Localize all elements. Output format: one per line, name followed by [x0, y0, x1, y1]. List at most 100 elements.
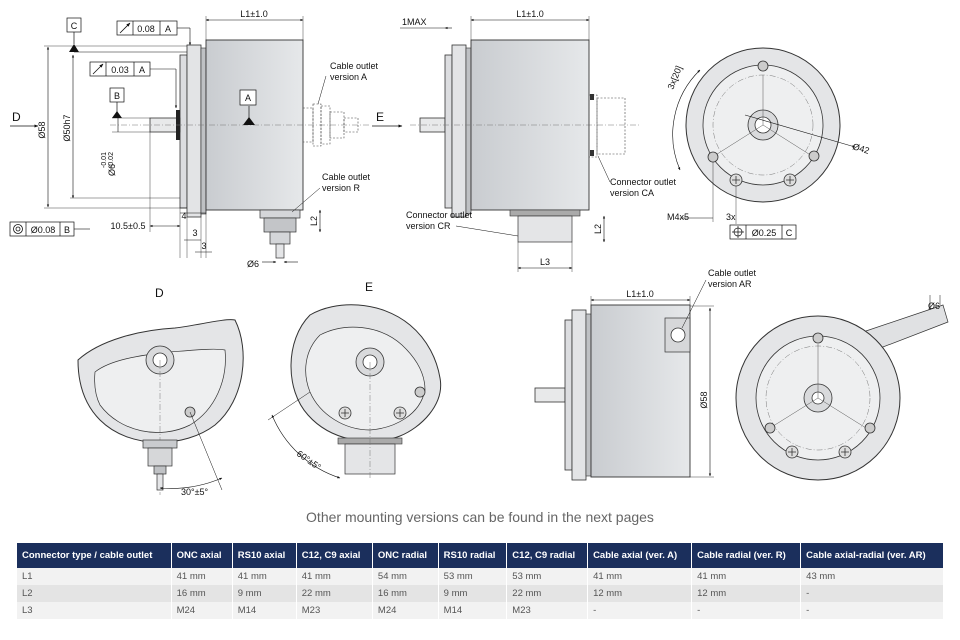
table-cell: - [587, 602, 693, 619]
table-cell: L1 [17, 568, 172, 585]
table-cell: - [800, 585, 944, 602]
shaft-tol-bot: -0.02 [108, 152, 115, 168]
cable-a-label-1: Cable outlet [330, 61, 379, 71]
table-cell: 41 mm [296, 568, 373, 585]
view-e: E 60°±5° [267, 280, 442, 480]
runout-2-ref: A [139, 65, 145, 75]
conn-ca-label-2: version CA [610, 188, 654, 198]
dim-l1-bottom: L1±1.0 [626, 289, 653, 299]
cable-r-label-1: Cable outlet [322, 172, 371, 182]
angle-30: 30°±5° [181, 487, 209, 497]
table-cell: 22 mm [506, 585, 589, 602]
caption: Other mounting versions can be found in … [306, 509, 654, 525]
header-cell: C12, C9 axial [296, 543, 373, 568]
table-cell: 16 mm [171, 585, 233, 602]
dim-d58: Ø58 [37, 121, 47, 138]
conn-ca-label-1: Connector outlet [610, 177, 677, 187]
dim-3x: 3x [726, 212, 736, 222]
header-cell: Connector type / cable outlet [17, 543, 172, 568]
header-cell: RS10 radial [438, 543, 508, 568]
table-cell: 41 mm [691, 568, 802, 585]
table-cell: 43 mm [800, 568, 944, 585]
cable-r-label-2: version R [322, 183, 361, 193]
table-cell: 9 mm [232, 585, 297, 602]
table-cell: M14 [232, 602, 297, 619]
e-arrow-label: E [376, 110, 384, 124]
table-cell: 41 mm [232, 568, 297, 585]
table-cell: 41 mm [171, 568, 233, 585]
technical-drawing: A C 0.08 A 0.03 A B D [9, 9, 949, 497]
datum-a-label: A [245, 93, 251, 103]
table-header-row: Connector type / cable outlet ONC axial … [17, 543, 944, 568]
dim-d6-shaft: Ø6 [107, 164, 117, 176]
table-cell: 53 mm [438, 568, 508, 585]
cable-ar-label-2: version AR [708, 279, 752, 289]
dim-d42: Ø42 [851, 141, 870, 156]
header-cell: ONC axial [171, 543, 233, 568]
angle-60: 60°±5° [295, 448, 323, 472]
dim-d6-cable: Ø6 [928, 301, 940, 311]
table-cell: 16 mm [372, 585, 439, 602]
table-cell: M24 [372, 602, 439, 619]
header-cell: RS10 axial [232, 543, 297, 568]
dim-m4x5: M4x5 [667, 212, 689, 222]
dim-l2-b: L2 [593, 224, 603, 234]
concentric-value: Ø0.08 [31, 225, 56, 235]
table-cell: 53 mm [506, 568, 589, 585]
view-d: D 30°±5° [77, 286, 244, 497]
header-cell: ONC radial [372, 543, 439, 568]
front-view-right: Ø42 3x[20] M4x5 3x Ø0.25 C [666, 47, 871, 240]
dim-4: 4 [181, 211, 186, 221]
dim-1max: 1MAX [402, 17, 427, 27]
shaft-tol-top: -0.01 [101, 152, 108, 168]
table-cell: 54 mm [372, 568, 439, 585]
dim-3a: 3 [192, 228, 197, 238]
side-view-middle: E L1±1.0 1MAX L2 L3 Connector outlet ver… [372, 9, 677, 272]
table-cell: L3 [17, 602, 172, 619]
dim-d6-bottom: Ø6 [247, 259, 259, 269]
dim-l1-mid: L1±1.0 [516, 9, 543, 19]
cable-a-label-2: version A [330, 72, 367, 82]
dim-3b: 3 [201, 241, 206, 251]
cable-ar-label-1: Cable outlet [708, 268, 757, 278]
dim-l3: L3 [540, 257, 550, 267]
dim-105: 10.5±0.5 [111, 221, 146, 231]
table-cell: L2 [17, 585, 172, 602]
header-cell: C12, C9 radial [506, 543, 589, 568]
table-cell: M24 [171, 602, 233, 619]
datum-b-label: B [114, 91, 120, 101]
table-row: L1 41 mm 41 mm 41 mm 54 mm 53 mm 53 mm 4… [17, 568, 944, 585]
table-cell: 41 mm [587, 568, 693, 585]
table-cell: - [691, 602, 802, 619]
side-view-left: A C 0.08 A 0.03 A B D [9, 9, 379, 269]
side-view-ar: L1±1.0 Ø58 Cable outlet version AR [534, 268, 757, 481]
concentric-ref: B [64, 225, 70, 235]
dim-l2-a: L2 [309, 216, 319, 226]
table-row: L2 16 mm 9 mm 22 mm 16 mm 9 mm 22 mm 12 … [17, 585, 944, 602]
table-cell: 12 mm [691, 585, 802, 602]
front-view-ar: Ø6 [735, 295, 949, 481]
runout-1-ref: A [165, 24, 171, 34]
table-cell: 9 mm [438, 585, 508, 602]
angle-3x20: 3x[20] [666, 64, 684, 90]
conn-cr-label-2: version CR [406, 221, 451, 231]
table-cell: 22 mm [296, 585, 373, 602]
table-cell: M14 [438, 602, 508, 619]
runout-2-value: 0.03 [111, 65, 129, 75]
pos-tol-ref: C [786, 228, 793, 238]
pos-tol-value: Ø0.25 [752, 228, 777, 238]
dim-l1-top: L1±1.0 [240, 9, 267, 19]
table-cell: - [800, 602, 944, 619]
dim-d58-bottom: Ø58 [699, 391, 709, 408]
table-cell: M23 [296, 602, 373, 619]
header-cell: Cable axial (ver. A) [587, 543, 693, 568]
table-row: L3 M24 M14 M23 M24 M14 M23 - - - [17, 602, 944, 619]
d-arrow-label: D [12, 110, 21, 124]
header-cell: Cable axial-radial (ver. AR) [800, 543, 944, 568]
conn-cr-label-1: Connector outlet [406, 210, 473, 220]
runout-1-value: 0.08 [137, 24, 155, 34]
dim-d50: Ø50h7 [62, 114, 72, 141]
view-d-label: D [155, 286, 164, 300]
view-e-label: E [365, 280, 373, 294]
table-cell: 12 mm [587, 585, 693, 602]
